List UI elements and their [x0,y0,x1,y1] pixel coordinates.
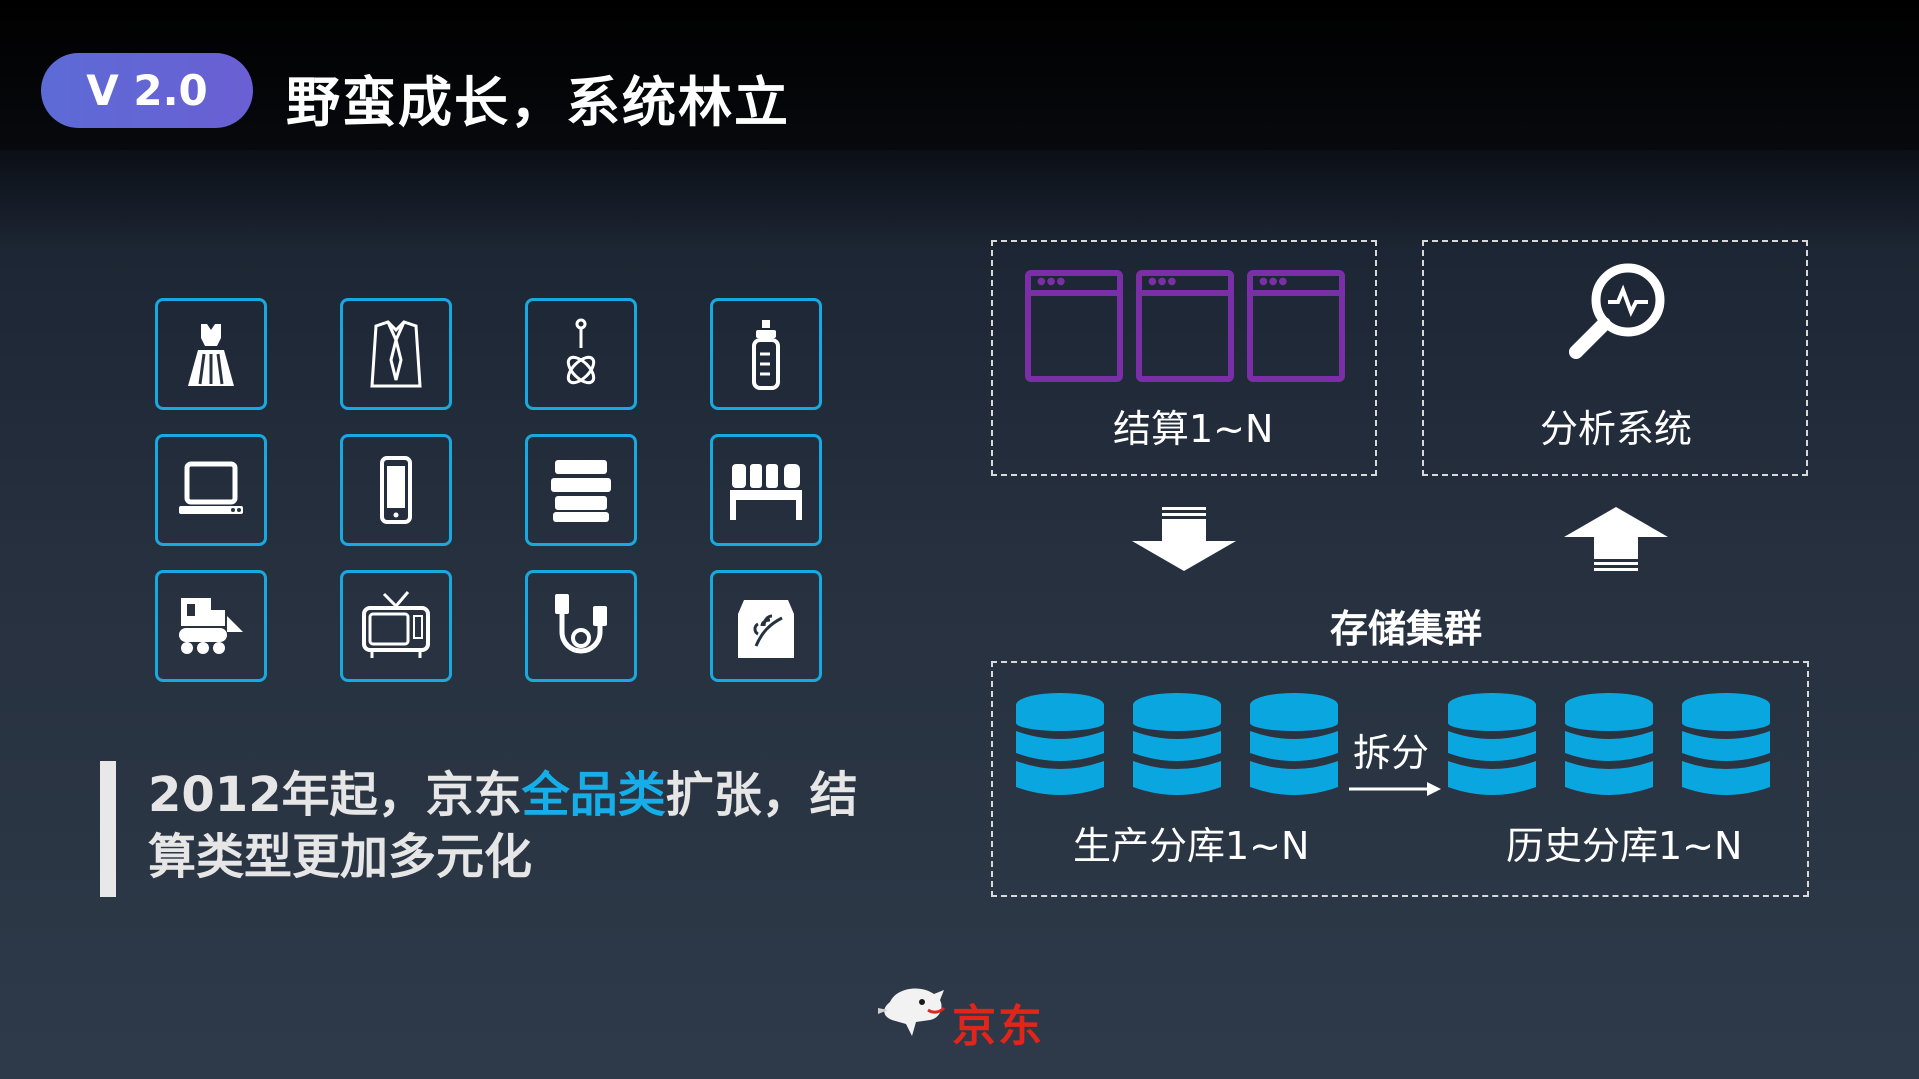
magnifier-pulse-icon [1569,263,1665,359]
prod-db-label: 生产分库1~N [1073,824,1310,868]
up-arrow-icon [1564,507,1668,571]
storage-title: 存储集群 [1330,607,1483,651]
description-pre: 2012年起，京东 [148,767,522,823]
down-arrow-icon [1132,507,1236,571]
description-post: 扩张，结算类型更加多元化 [148,767,858,885]
split-label: 拆分 [1353,731,1430,775]
database-icon [1016,693,1104,795]
quote-bar [100,761,116,897]
description-text: 2012年起，京东全品类扩张，结算类型更加多元化 [148,764,868,888]
necklace-icon [525,298,637,410]
database-icon [1682,693,1770,795]
description-highlight: 全品类 [521,767,666,823]
books-icon [525,434,637,546]
version-badge: V 2.0 [41,53,253,128]
shirt-icon [340,298,452,410]
version-text: V 2.0 [86,66,208,115]
analysis-box: 分析系统 [1422,240,1808,476]
baby-bottle-icon [710,298,822,410]
settlement-box: ●●● ●●● ●●● 结算1~N [991,240,1377,476]
window-icon: ●●● [1025,270,1123,382]
bed-icon [710,434,822,546]
database-icon [1565,693,1653,795]
page-title: 野蛮成长，系统林立 [286,71,790,134]
header-band [0,0,1919,150]
jd-dog-logo-icon [878,988,946,1036]
phone-icon [340,434,452,546]
split-arrow-icon [1349,782,1441,796]
toy-bulldozer-icon [155,570,267,682]
database-icon [1448,693,1536,795]
cable-icon [525,570,637,682]
database-icon [1133,693,1221,795]
window-icon: ●●● [1136,270,1234,382]
laptop-icon [155,434,267,546]
database-icon [1250,693,1338,795]
window-icon: ●●● [1247,270,1345,382]
dress-icon [155,298,267,410]
tv-icon [340,570,452,682]
food-bag-icon [710,570,822,682]
settlement-label: 结算1~N [1113,407,1274,451]
storage-box: 生产分库1~N 历史分库1~N [991,661,1809,897]
analysis-label: 分析系统 [1540,407,1693,451]
jd-logo-text: 京东 [952,1001,1044,1052]
hist-db-label: 历史分库1~N [1506,824,1743,868]
